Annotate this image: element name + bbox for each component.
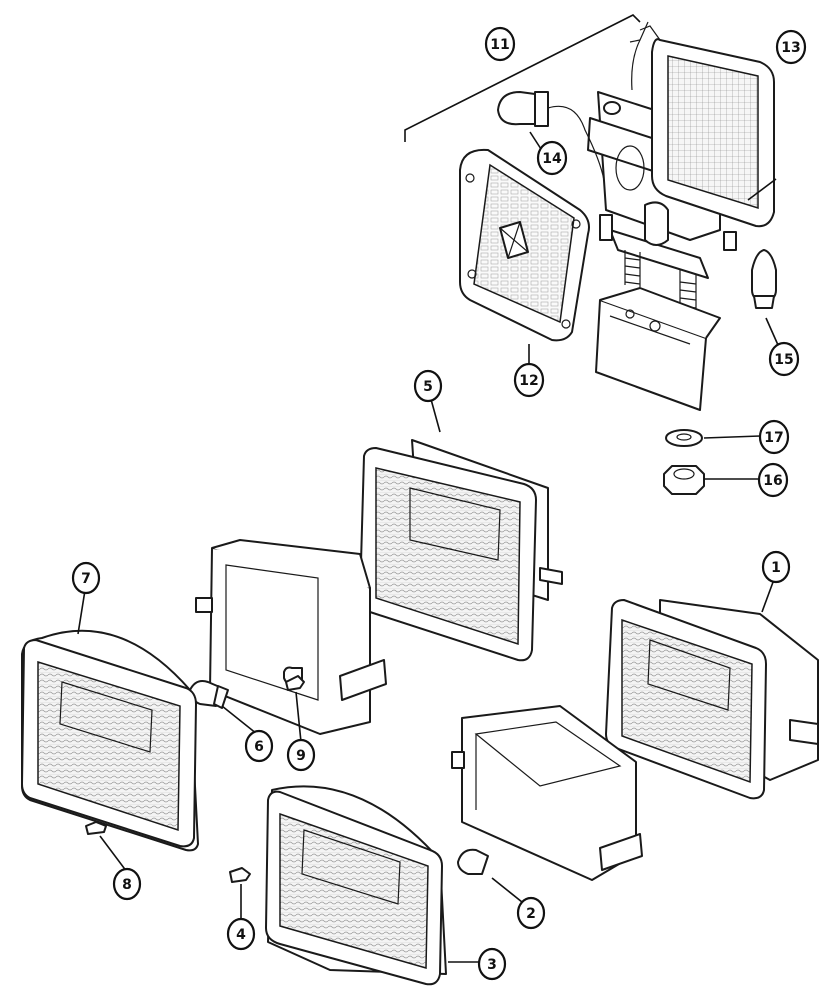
callout-8: 8 xyxy=(112,867,142,901)
rear-lamp-lens-13 xyxy=(629,21,775,228)
svg-text:5: 5 xyxy=(423,379,433,395)
screw-4 xyxy=(229,867,251,883)
callout-14: 14 xyxy=(536,140,568,176)
callout-12: 12 xyxy=(513,362,545,398)
svg-text:14: 14 xyxy=(542,151,562,167)
lamp-housing-upper xyxy=(195,539,387,735)
svg-text:1: 1 xyxy=(771,560,781,576)
svg-text:15: 15 xyxy=(774,352,793,368)
svg-text:4: 4 xyxy=(236,927,246,943)
lamp-housing-lower xyxy=(451,705,643,881)
callouts: 11 13 14 12 15 17 16 5 xyxy=(71,26,807,981)
svg-text:8: 8 xyxy=(122,877,132,893)
work-lamp-7 xyxy=(21,629,199,852)
svg-text:2: 2 xyxy=(526,906,536,922)
svg-text:9: 9 xyxy=(296,748,306,764)
work-lamp-1 xyxy=(605,599,819,800)
bulb-2 xyxy=(457,848,489,875)
svg-text:16: 16 xyxy=(763,473,782,489)
svg-text:11: 11 xyxy=(490,37,509,53)
washer-17 xyxy=(665,429,703,447)
callout-16: 16 xyxy=(757,462,789,498)
assembly-bracket-11 xyxy=(404,14,641,142)
work-lamp-5 xyxy=(359,439,563,662)
callout-6: 6 xyxy=(244,729,274,763)
screw-9 xyxy=(285,675,305,691)
leader-lines xyxy=(77,131,779,963)
svg-text:12: 12 xyxy=(519,373,538,389)
bulb-15 xyxy=(751,249,777,309)
callout-2: 2 xyxy=(516,896,546,930)
callout-15: 15 xyxy=(768,341,800,377)
svg-text:6: 6 xyxy=(254,739,264,755)
callout-3: 3 xyxy=(477,947,507,981)
svg-text:17: 17 xyxy=(764,430,783,446)
svg-text:3: 3 xyxy=(487,957,497,973)
callout-13: 13 xyxy=(775,29,807,65)
work-lamp-3 xyxy=(265,785,447,986)
svg-text:13: 13 xyxy=(781,40,800,56)
screw-8 xyxy=(85,821,107,835)
rear-lamp-lens-12 xyxy=(459,148,590,342)
callout-1: 1 xyxy=(761,550,791,584)
svg-text:7: 7 xyxy=(81,571,91,587)
callout-11: 11 xyxy=(484,26,516,62)
callout-4: 4 xyxy=(226,917,256,951)
callout-7: 7 xyxy=(71,561,101,595)
nut-16 xyxy=(663,465,705,495)
callout-17: 17 xyxy=(758,419,790,455)
callout-5: 5 xyxy=(413,369,443,403)
callout-9: 9 xyxy=(286,738,316,772)
bulb-14-with-socket-wire xyxy=(497,39,641,181)
